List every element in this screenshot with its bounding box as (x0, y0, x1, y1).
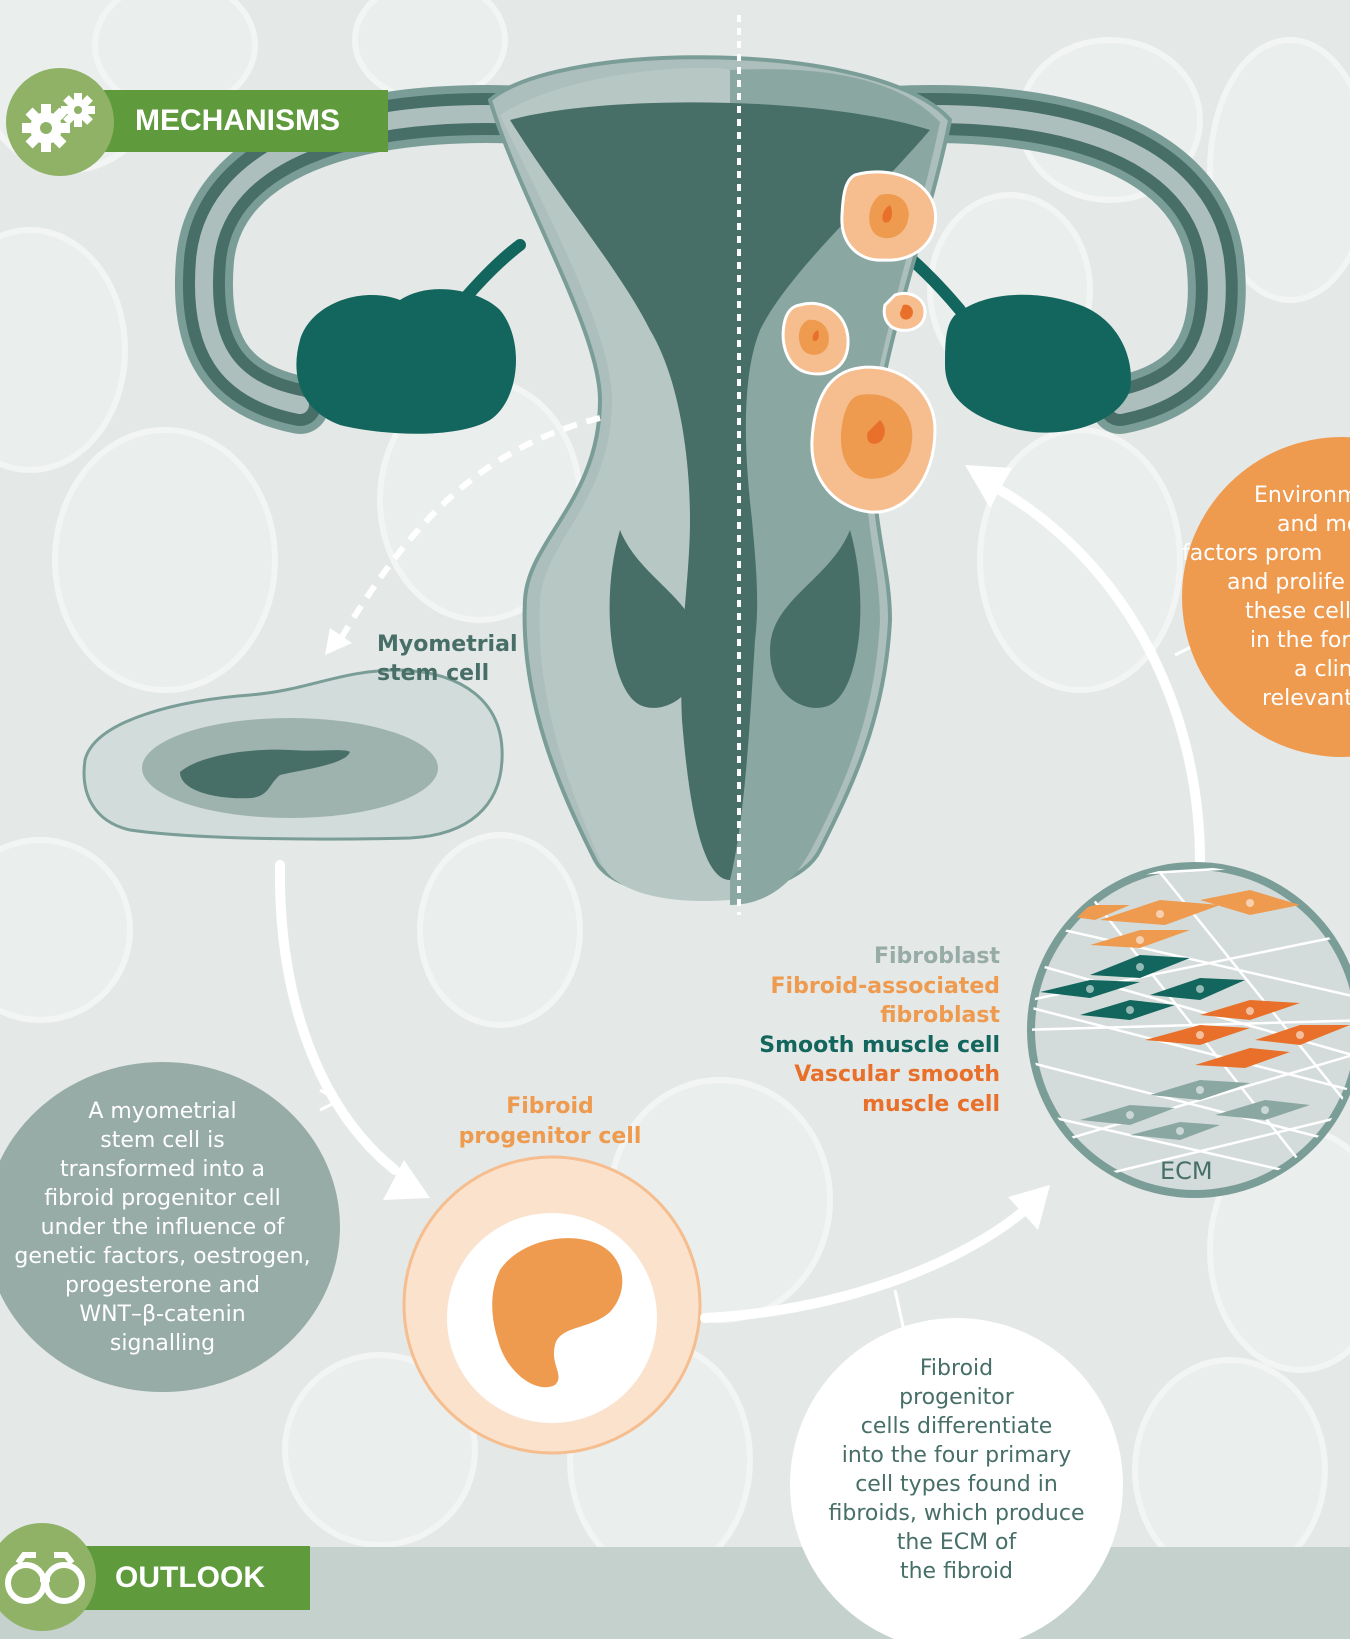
bg-cell (0, 840, 130, 1020)
caption-line: progesterone and (14, 1271, 310, 1300)
legend-vascular-2: muscle cell (700, 1090, 1000, 1120)
caption-line: these cells, (1182, 597, 1350, 626)
caption-line: a clinic (1182, 655, 1350, 684)
caption-line: Fibroid (829, 1354, 1085, 1383)
caption-line: relevant (1182, 684, 1350, 713)
caption-line: fibroids, which produce (829, 1499, 1085, 1528)
mechanisms-banner: MECHANISMS (95, 90, 388, 152)
fibroid-progenitor-label: Fibroid progenitor cell (430, 1092, 670, 1152)
caption-line: A myometrial (14, 1097, 310, 1126)
legend-fibroid-associated-1: Fibroid-associated (700, 972, 1000, 1002)
legend-fibroblast: Fibroblast (700, 942, 1000, 972)
caption-line: and mol (1182, 510, 1350, 539)
caption-line: Environm (1182, 481, 1350, 510)
caption-line: in the form (1182, 626, 1350, 655)
caption-line: the ECM of (829, 1528, 1085, 1557)
bg-cell (0, 230, 125, 470)
caption-line: transformed into a (14, 1155, 310, 1184)
legend-vascular-1: Vascular smooth (700, 1060, 1000, 1090)
cell-type-legend: Fibroblast Fibroid-associated fibroblast… (700, 942, 1000, 1119)
caption-line: under the influence of (14, 1213, 310, 1242)
legend-fibroid-associated-2: fibroblast (700, 1001, 1000, 1031)
legend-smooth-muscle: Smooth muscle cell (700, 1031, 1000, 1061)
ecm-label: ECM (1160, 1157, 1213, 1185)
bg-cell (420, 835, 580, 1025)
caption-line: into the four primary (829, 1441, 1085, 1470)
caption-line: fibroid progenitor cell (14, 1184, 310, 1213)
left-ovary (296, 289, 516, 434)
caption-line: cell types found in (829, 1470, 1085, 1499)
caption-line: and prolife (1182, 568, 1350, 597)
bg-cell (55, 430, 275, 690)
mechanisms-label: MECHANISMS (135, 104, 340, 137)
myometrial-stem-cell (84, 670, 502, 839)
caption-line: WNT–β-catenin (14, 1300, 310, 1329)
outlook-label: OUTLOOK (115, 1561, 265, 1594)
ecm-circle (1020, 860, 1350, 1200)
outlook-banner: OUTLOOK (75, 1546, 310, 1610)
gears-icon (6, 68, 114, 176)
caption-line: stem cell is (14, 1126, 310, 1155)
caption-line: factors prom (1182, 539, 1350, 568)
binoculars-icon (0, 1523, 96, 1631)
fibroid-progenitor-cell (404, 1157, 700, 1453)
right-ovary (945, 295, 1131, 433)
caption-line: progenitor (829, 1383, 1085, 1412)
caption-line: genetic factors, oestrogen, (14, 1242, 310, 1271)
myometrial-stem-cell-label: Myometrial stem cell (377, 630, 518, 688)
caption-line: signalling (14, 1329, 310, 1358)
caption-line: cells differentiate (829, 1412, 1085, 1441)
caption-line: the fibroid (829, 1557, 1085, 1586)
